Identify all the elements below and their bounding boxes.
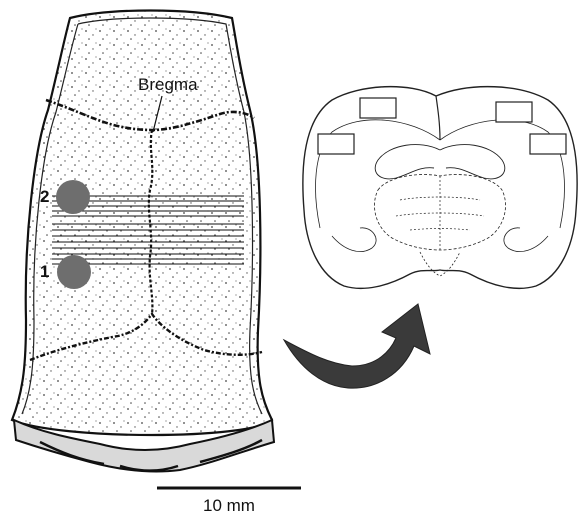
bregma-label: Bregma — [138, 75, 198, 94]
hippocampus-left — [375, 145, 440, 179]
stimulation-site-2 — [56, 180, 90, 214]
ventral-region — [420, 252, 460, 276]
coronal-brain-section — [303, 87, 577, 289]
site-2-label: 2 — [40, 187, 49, 206]
scale-bar-label: 10 mm — [203, 496, 255, 515]
midline-fissure — [436, 96, 440, 140]
hippocampus-right — [440, 145, 505, 179]
recording-area-box — [496, 102, 532, 122]
stimulation-site-1 — [57, 255, 91, 289]
recording-area-box — [530, 134, 566, 154]
brain-outline — [303, 87, 577, 289]
curved-arrow-icon — [284, 304, 430, 388]
site-1-label: 1 — [40, 262, 49, 281]
recording-area-box — [360, 98, 396, 118]
internal-structures — [396, 176, 484, 250]
recording-area-box — [318, 134, 354, 154]
